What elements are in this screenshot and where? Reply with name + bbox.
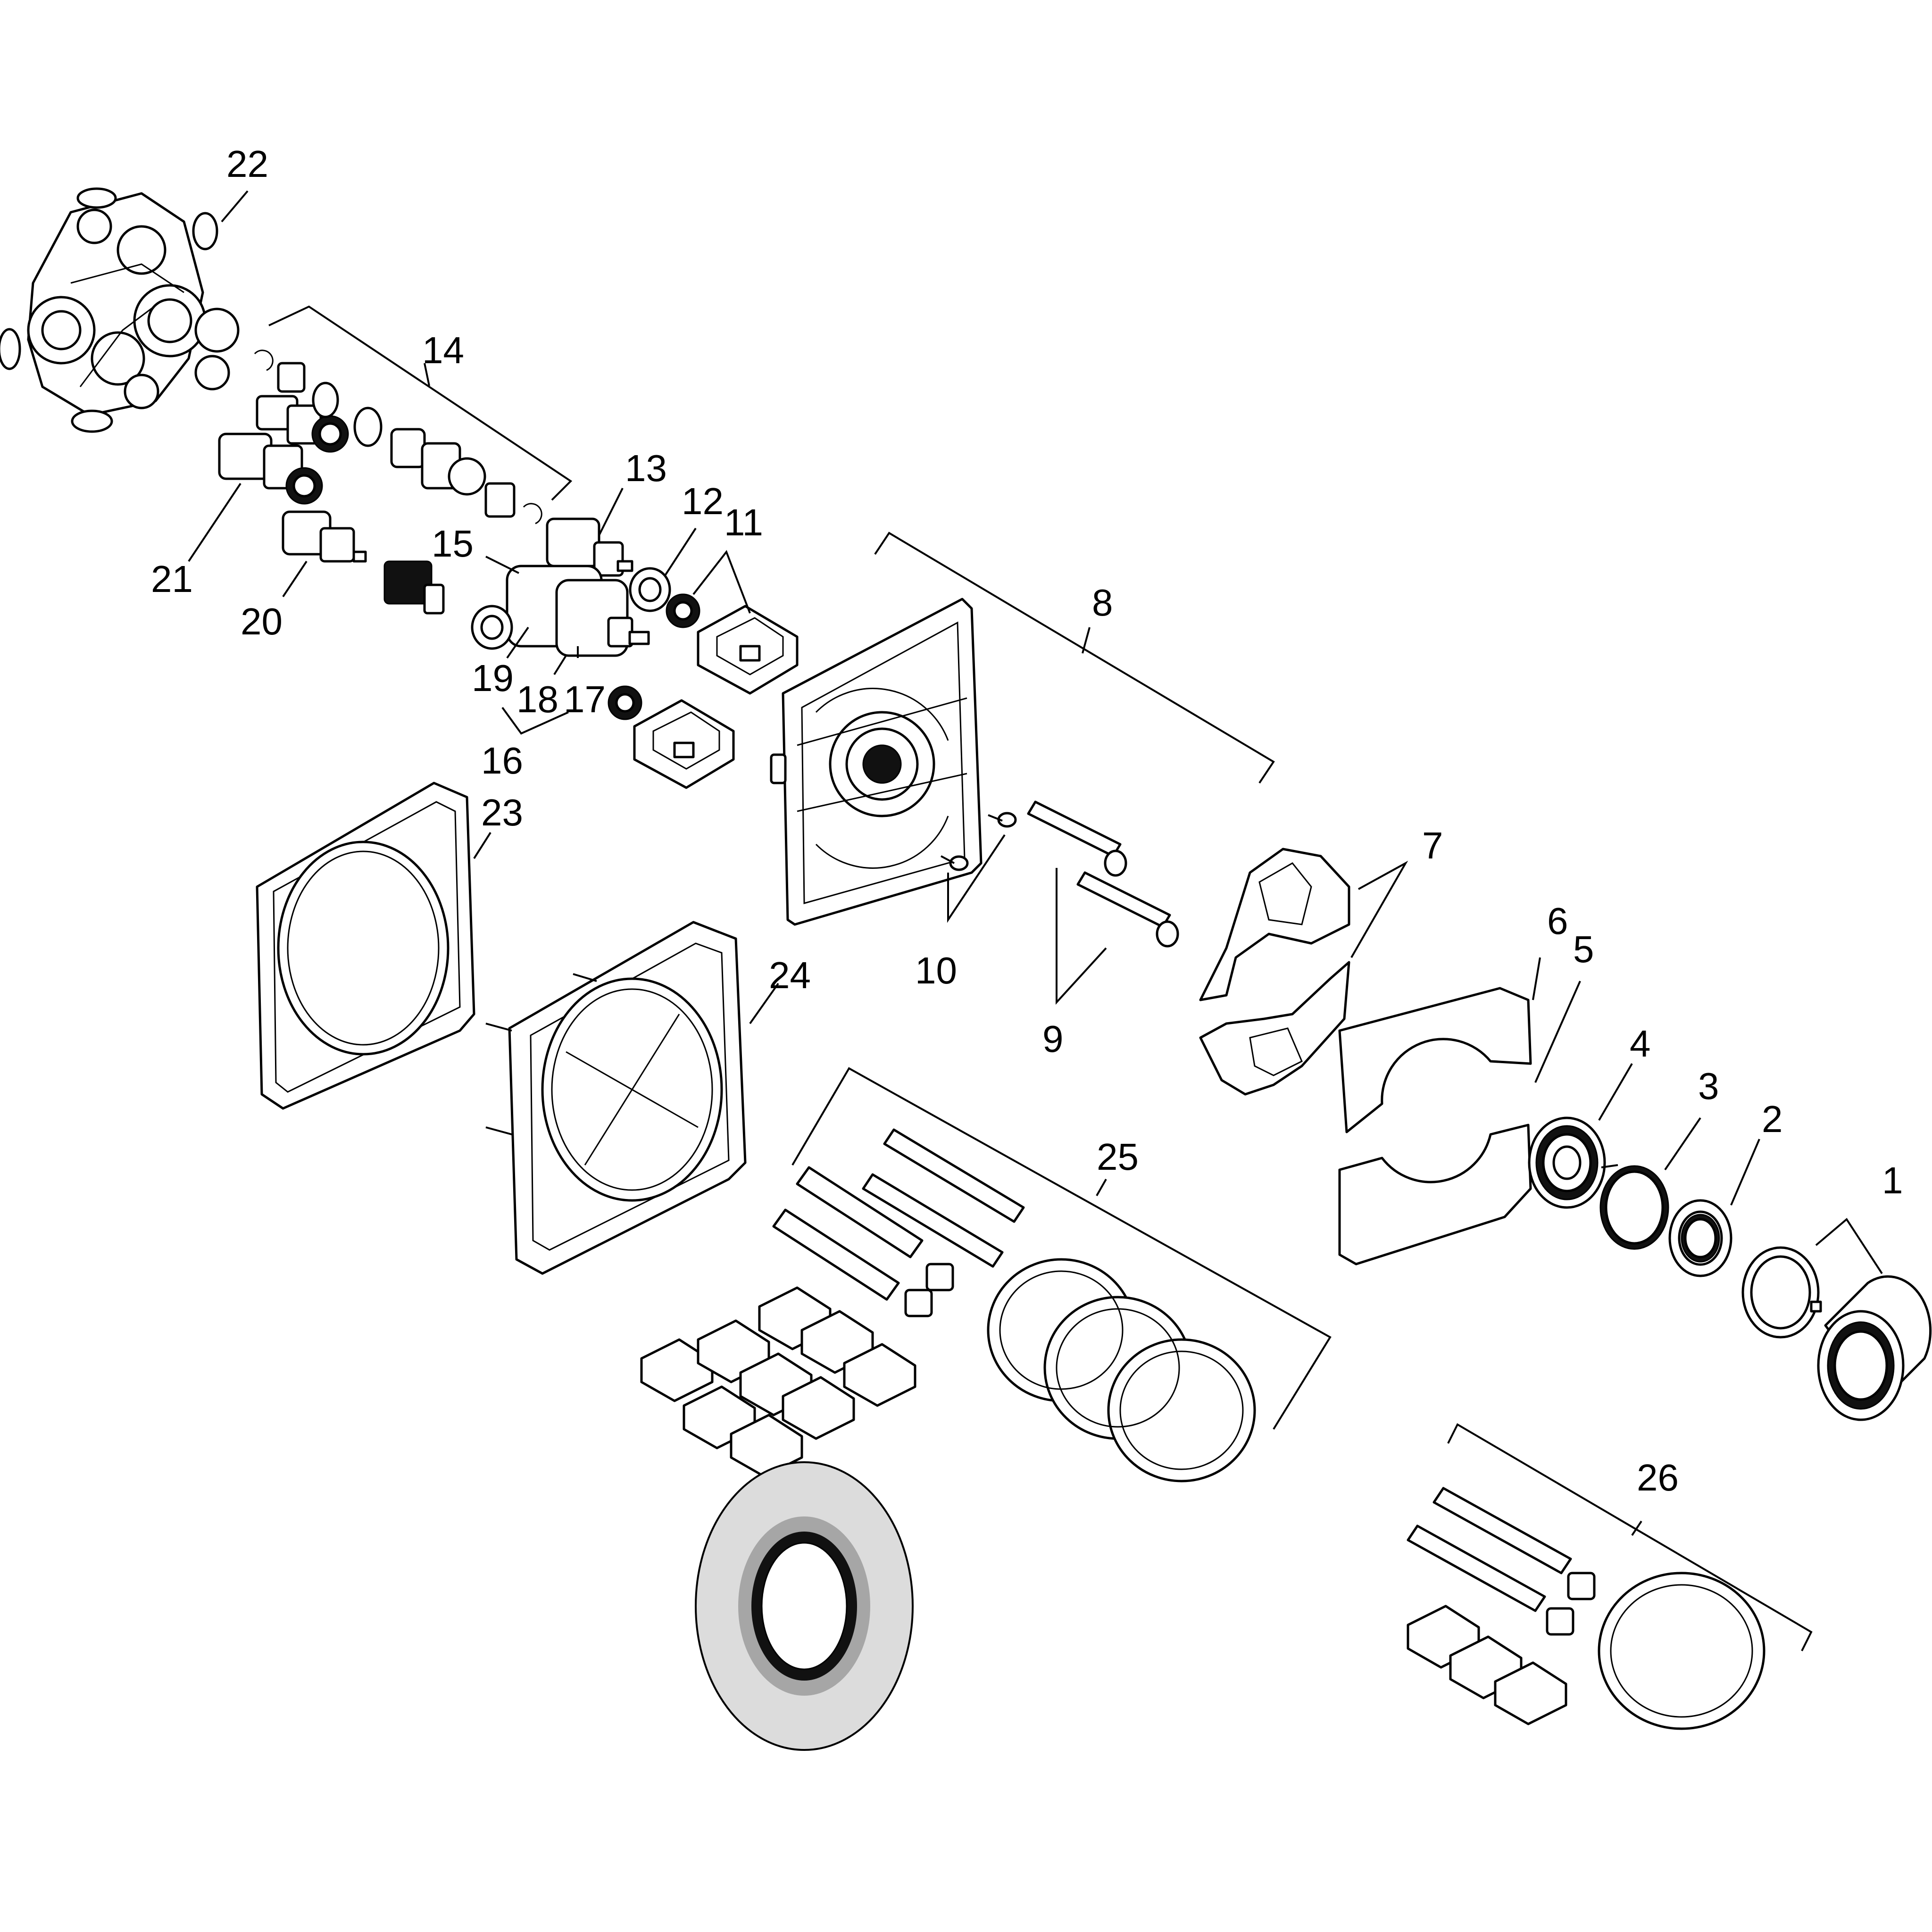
leader-9 — [1056, 868, 1107, 1005]
o-ring-side-part — [192, 212, 218, 250]
handle-1-part — [1817, 1275, 1932, 1421]
gasket-part — [695, 1461, 914, 1751]
leader-24 — [749, 983, 779, 1024]
callout-8: 8 — [1092, 582, 1113, 624]
leader-2 — [1730, 1139, 1760, 1206]
leader-3 — [1664, 1117, 1701, 1171]
callout-3: 3 — [1698, 1065, 1719, 1107]
clip-17-part — [633, 699, 735, 789]
cover-plate-6-part — [1338, 987, 1532, 1133]
leader-13 — [598, 488, 624, 536]
callout-12: 12 — [682, 480, 724, 522]
leader-11 — [692, 550, 751, 614]
check-valve-21-part — [218, 433, 323, 505]
callout-1: 1 — [1882, 1159, 1903, 1201]
callout-26: 26 — [1637, 1457, 1679, 1499]
callout-16: 16 — [481, 740, 523, 782]
spring-11-part — [666, 593, 700, 628]
bracket-8 — [874, 532, 1275, 784]
cartridge-set-14-part — [254, 350, 542, 525]
o-ring-left-part — [0, 328, 21, 370]
leader-1 — [1815, 1218, 1883, 1274]
spring-17-part — [608, 685, 642, 720]
callout-25: 25 — [1097, 1136, 1139, 1178]
leader-25 — [1096, 1179, 1107, 1196]
clip-set-25-part — [640, 1286, 916, 1478]
leader-18 — [553, 655, 567, 675]
callout-15: 15 — [432, 523, 474, 565]
callout-22: 22 — [226, 143, 268, 185]
leader-15 — [485, 556, 519, 574]
callout-10: 10 — [915, 949, 957, 991]
callout-14: 14 — [422, 329, 464, 371]
bracket-26 — [1447, 1423, 1813, 1651]
screw-10a-part — [988, 812, 1017, 828]
callout-11: 11 — [724, 501, 763, 543]
callout-23: 23 — [481, 791, 523, 833]
callout-2: 2 — [1762, 1098, 1783, 1140]
check-valve-20-part — [282, 510, 445, 615]
callout-21: 21 — [151, 558, 193, 600]
adapter-ring-2-part — [1668, 1199, 1732, 1277]
bracket-14 — [268, 305, 573, 501]
cover-frame-7b-part — [1199, 961, 1350, 1096]
leader-7 — [1350, 860, 1408, 958]
callout-7: 7 — [1422, 824, 1443, 866]
nut-12-part — [629, 567, 671, 612]
leader-21 — [188, 483, 242, 562]
cartridge-13-part — [546, 517, 633, 577]
leader-14 — [424, 363, 430, 386]
o-ring-top-part — [76, 187, 117, 209]
leader-16 — [501, 707, 569, 735]
extension-rod-9a-part — [1027, 800, 1127, 877]
callout-20: 20 — [241, 600, 283, 642]
cover-frame-7a-part — [1199, 848, 1350, 1001]
leader-5 — [1534, 981, 1581, 1083]
bracket-25 — [791, 1067, 1332, 1430]
clip-ring-1-part — [1741, 1246, 1822, 1339]
callout-13: 13 — [625, 447, 667, 489]
leader-8 — [1082, 627, 1091, 654]
cover-plate-5-part — [1338, 1124, 1532, 1266]
mounting-plate-8-part — [770, 598, 983, 926]
leader-6 — [1532, 957, 1541, 1000]
leader-12 — [664, 527, 697, 576]
leader-26 — [1631, 1520, 1642, 1536]
leader-10 — [947, 834, 1006, 923]
leader-20 — [282, 560, 308, 598]
clip-11-part — [697, 605, 799, 695]
callout-18: 18 — [516, 678, 558, 720]
valve-body-part — [27, 192, 240, 416]
leader-22 — [221, 190, 249, 223]
leader-4 — [1598, 1063, 1633, 1121]
callout-5: 5 — [1573, 928, 1594, 970]
screw-10b-part — [941, 855, 969, 871]
extension-set-26-part — [1407, 1487, 1765, 1730]
callout-19: 19 — [472, 657, 514, 699]
callout-6: 6 — [1547, 900, 1568, 942]
frame-23-part — [256, 782, 475, 1110]
callout-4: 4 — [1630, 1023, 1651, 1065]
nut-19-part — [471, 605, 513, 650]
leader-23 — [473, 832, 491, 859]
thermostat-cartridge-16-part — [506, 565, 650, 657]
callout-17: 17 — [564, 678, 606, 720]
extension-set-25-part — [772, 1128, 1256, 1482]
o-ring-bottom-part — [71, 409, 113, 433]
escutcheon-4-part — [1528, 1116, 1618, 1209]
leader-19 — [506, 626, 529, 659]
callout-24: 24 — [769, 954, 811, 996]
extension-rod-9b-part — [1076, 871, 1179, 948]
callout-9: 9 — [1042, 1018, 1064, 1060]
frame-24-part — [485, 921, 747, 1275]
o-ring-3-part — [1599, 1165, 1669, 1250]
